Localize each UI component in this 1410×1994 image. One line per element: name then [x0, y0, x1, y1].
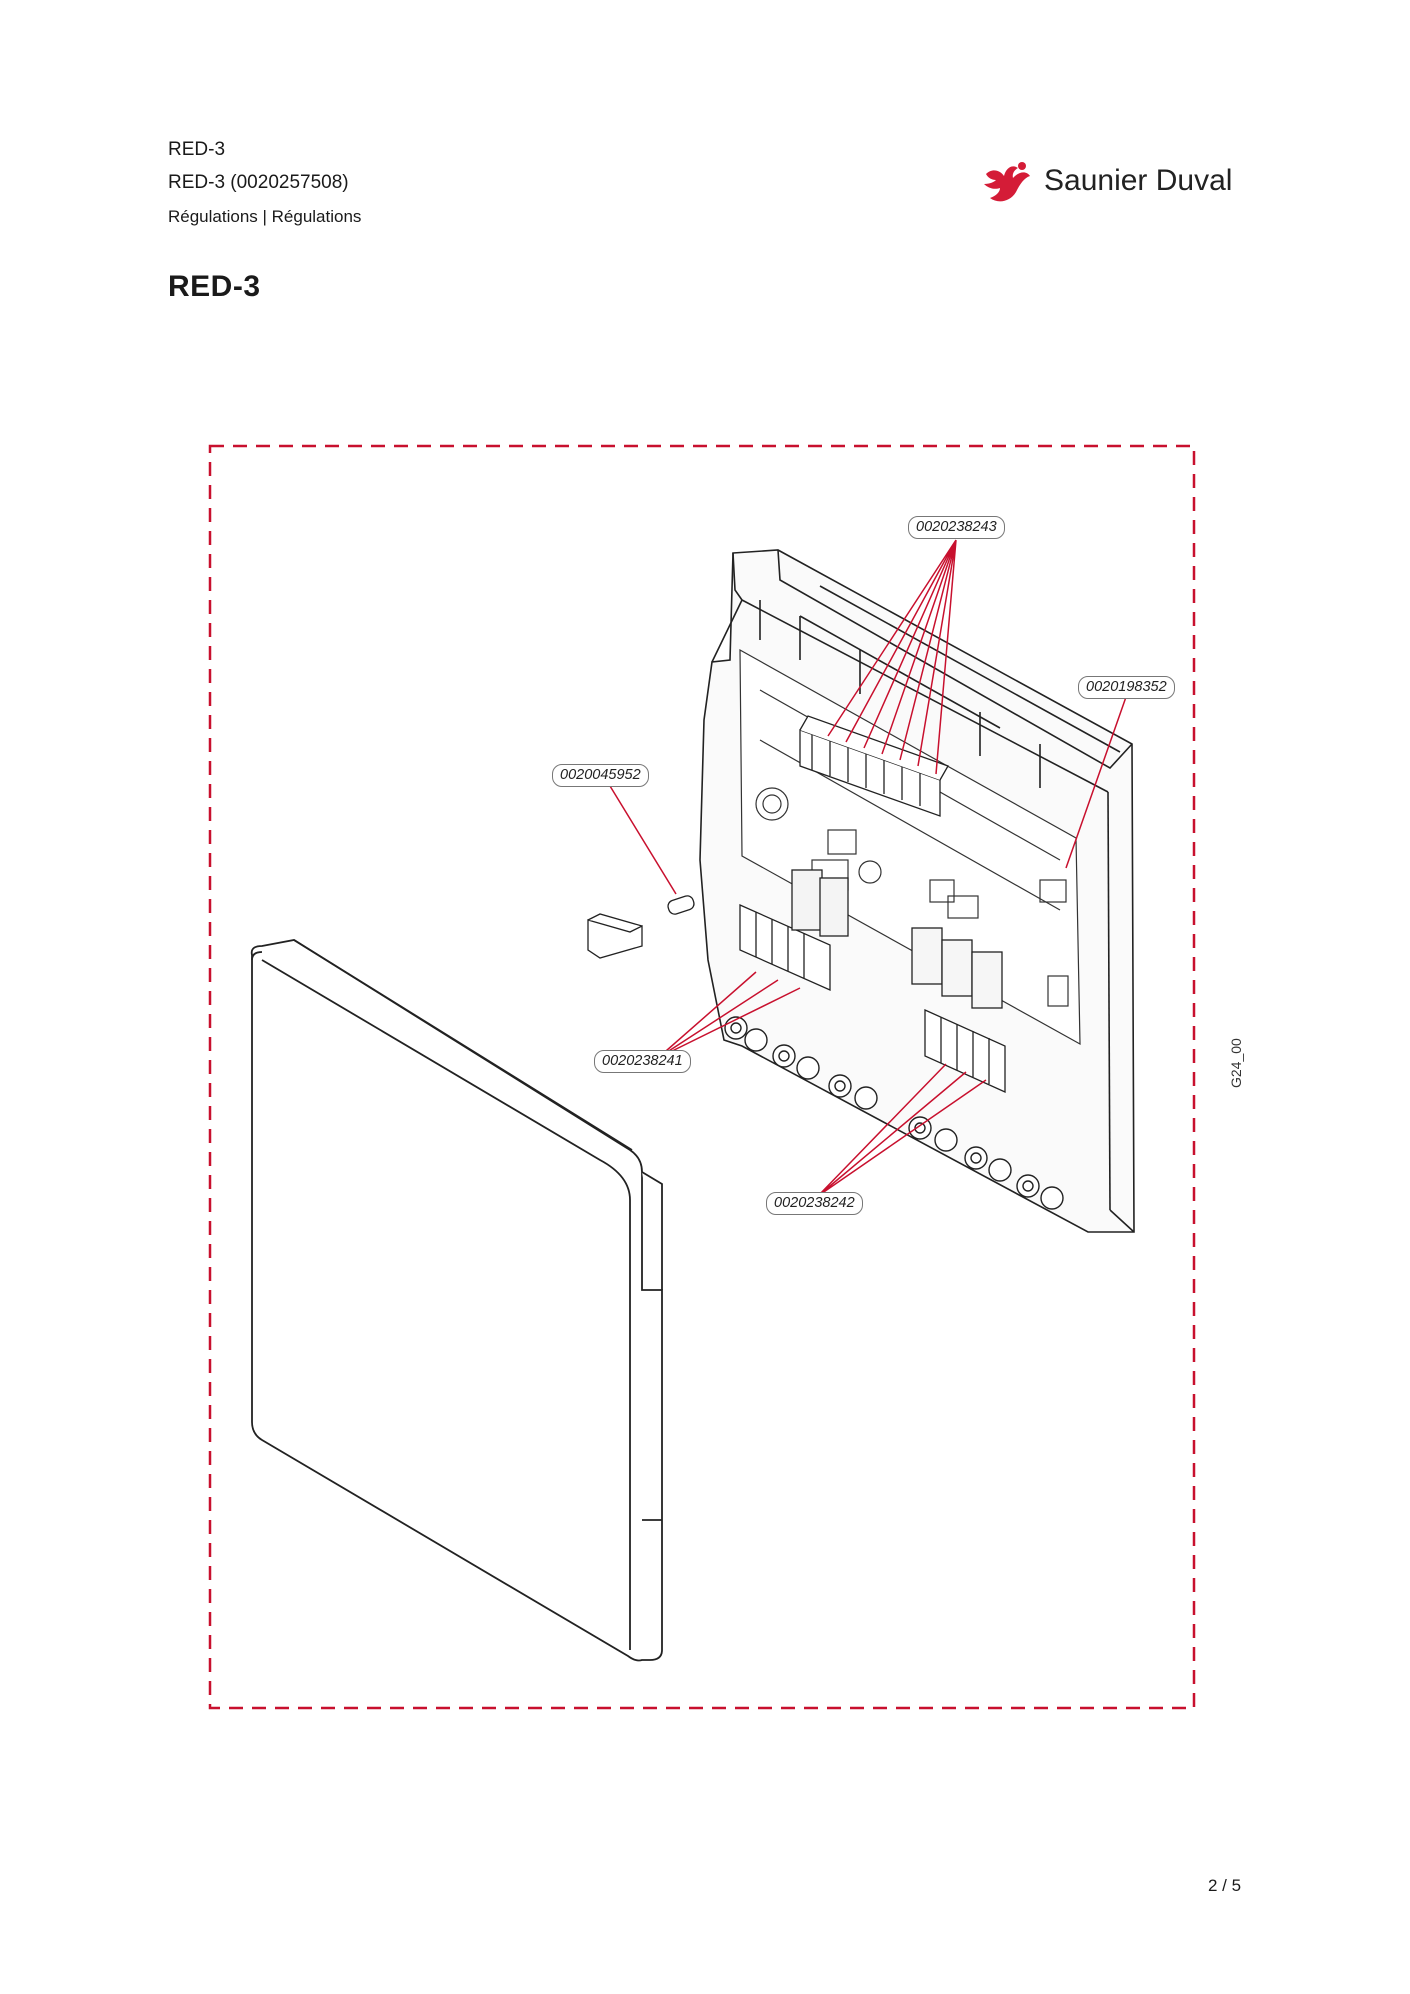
part-number-0020238243: 0020238243 — [908, 516, 1005, 539]
part-number-0020198352: 0020198352 — [1078, 676, 1175, 699]
header-line-product: RED-3 — [168, 139, 226, 160]
bird-logo-icon — [984, 162, 1030, 202]
terminal-block-left — [739, 869, 849, 992]
front-cover — [250, 939, 663, 1662]
part-number-0020045952: 0020045952 — [552, 764, 649, 787]
leader-lines — [609, 539, 1127, 1197]
terminal-block-right — [924, 1008, 1006, 1094]
relay-group — [911, 927, 1003, 1009]
page-number: 2 / 5 — [1208, 1876, 1242, 1895]
header-line-category: Régulations | Régulations — [168, 207, 362, 226]
page-title: RED-3 — [168, 270, 261, 303]
brand-name: Saunier Duval — [1044, 164, 1233, 197]
terminal-block-top — [799, 715, 949, 817]
fuse-part — [587, 895, 695, 959]
drawing-code: G24_00 — [1228, 1038, 1244, 1088]
cable-glands — [724, 1016, 1064, 1210]
part-number-0020238242: 0020238242 — [766, 1192, 863, 1215]
diagram-frame — [208, 444, 1196, 1710]
brand-logo: Saunier Duval — [982, 158, 1252, 208]
part-number-0020238241: 0020238241 — [594, 1050, 691, 1073]
header-line-reference: RED-3 (0020257508) — [168, 172, 349, 193]
